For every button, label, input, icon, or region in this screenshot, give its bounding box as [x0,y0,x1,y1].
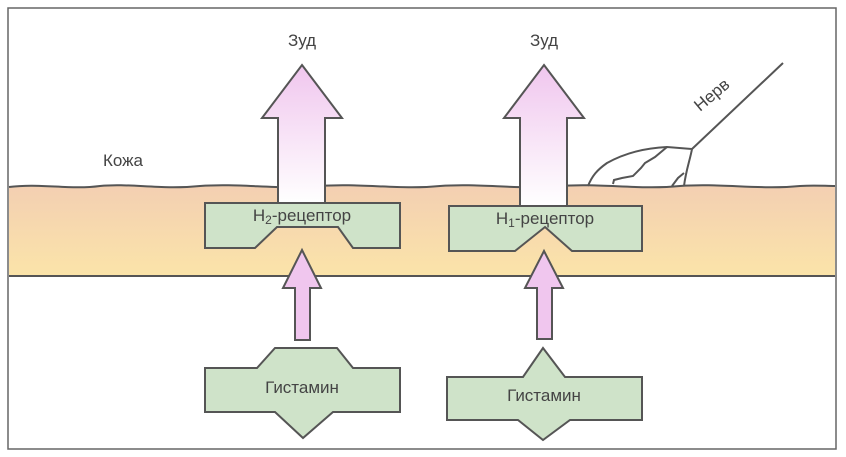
histamine-arrow-right [523,248,565,340]
histamine-right [446,346,643,442]
skin-surface-line [8,184,836,189]
histamine-label-left: Гистамин [265,378,339,397]
h2-receptor-label: H2-рецептор [253,206,351,227]
h1-receptor [448,205,643,252]
histamine-label-right: Гистамин [507,386,581,405]
histamine-arrow-left [281,247,323,341]
itch-label-right: Зуд [530,31,558,50]
itch-label-left: Зуд [288,31,316,50]
skin-layer [9,185,835,276]
h1-receptor-label: H1-рецептор [496,209,594,230]
skin-label: Кожа [103,151,144,170]
nerve-ending [587,62,784,187]
histamine-left [204,347,401,440]
h2-receptor [204,202,401,249]
